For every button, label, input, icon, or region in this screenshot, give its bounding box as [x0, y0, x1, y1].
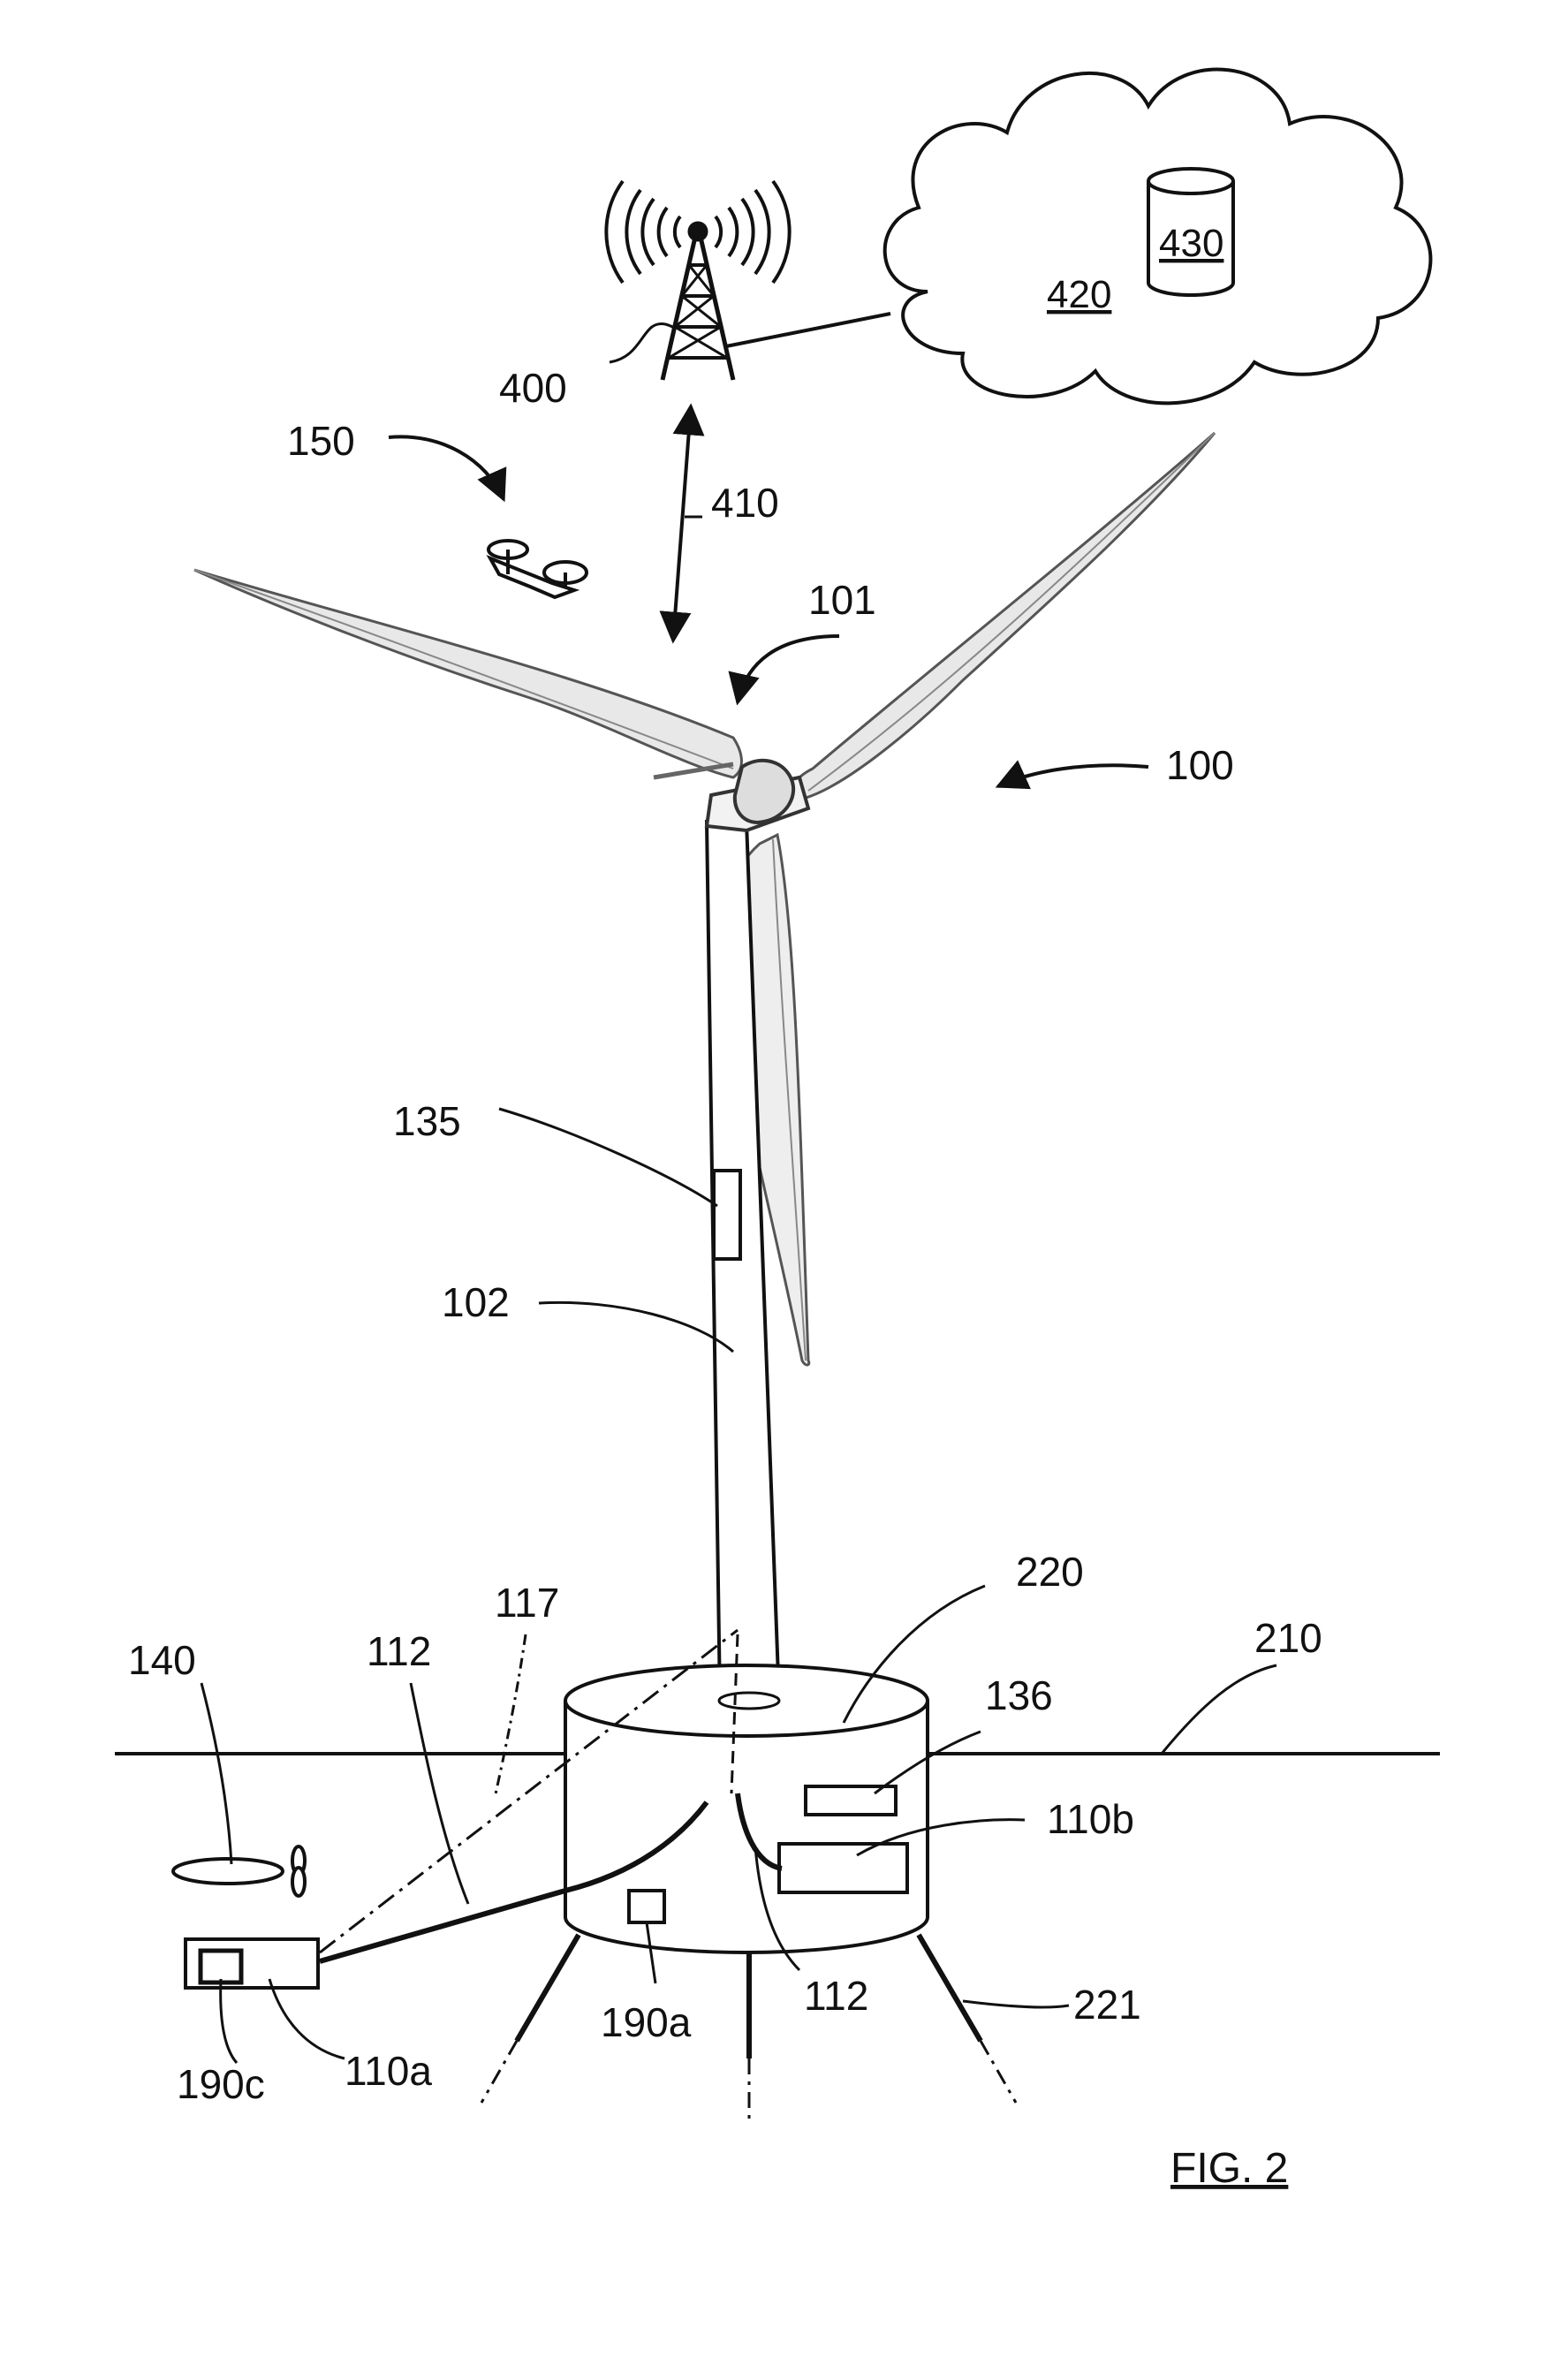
leader-220 [842, 1584, 986, 1724]
label-190a: 190a [601, 1999, 692, 2045]
link-tower-cloud [725, 312, 891, 348]
label-112a: 112 [367, 1628, 431, 1674]
label-112b: 112 [804, 1973, 868, 2019]
leader-110b [856, 1818, 1026, 1857]
radio-tower-icon [604, 179, 792, 381]
figure-caption: FIG. 2 [1170, 2145, 1288, 2192]
label-101: 101 [808, 577, 876, 623]
leader-101 [728, 634, 840, 706]
label-110b: 110b [1047, 1796, 1134, 1842]
wireless-link-arrow [659, 403, 705, 644]
leader-400 [609, 322, 677, 364]
leader-117 [493, 1634, 527, 1799]
leader-190c [219, 1978, 239, 2064]
leader-140 [200, 1682, 233, 1865]
cable-112-inner [735, 1793, 783, 1871]
database-icon: 430 [1147, 167, 1235, 297]
label-400: 400 [499, 365, 567, 411]
signal-path-117 [319, 1628, 739, 1954]
label-110a: 110a [345, 2048, 432, 2094]
leader-150 [388, 435, 507, 503]
drone-icon [486, 539, 588, 600]
foundation-legs [480, 1933, 1018, 2120]
label-220: 220 [1016, 1549, 1084, 1595]
cable-112-tower [730, 1634, 739, 1794]
blade-left [193, 568, 743, 779]
cable-112 [319, 1801, 709, 1964]
label-117: 117 [495, 1580, 559, 1626]
label-190c: 190c [177, 2061, 265, 2107]
label-135: 135 [393, 1098, 461, 1144]
label-420: 420 [1047, 273, 1111, 316]
sensor-box-190c [198, 1948, 244, 1985]
sensor-box-190a [627, 1889, 666, 1924]
leader-102 [538, 1300, 734, 1353]
wind-turbine [193, 431, 1216, 1710]
label-102: 102 [442, 1279, 510, 1325]
leader-210 [1160, 1664, 1277, 1755]
leader-110a [268, 1978, 345, 2060]
label-136: 136 [985, 1672, 1053, 1718]
leader-112a [409, 1682, 470, 1905]
leader-136 [874, 1730, 981, 1795]
leader-221 [962, 1999, 1070, 2009]
blade-right [792, 431, 1216, 801]
leader-112b [754, 1846, 801, 1972]
label-140: 140 [128, 1637, 196, 1683]
component-box-110b [777, 1842, 909, 1894]
label-430: 430 [1159, 222, 1223, 265]
leader-135 [498, 1107, 718, 1208]
leader-100 [995, 760, 1149, 790]
hub [732, 758, 796, 824]
component-box-136 [804, 1785, 898, 1816]
label-410: 410 [711, 480, 779, 526]
label-100: 100 [1166, 742, 1234, 788]
label-221: 221 [1073, 1982, 1141, 2028]
leader-190a [645, 1922, 657, 1984]
underwater-drone-icon [171, 1845, 307, 1898]
label-150: 150 [287, 418, 355, 464]
sensor-box-135 [712, 1169, 742, 1261]
label-210: 210 [1254, 1615, 1322, 1661]
